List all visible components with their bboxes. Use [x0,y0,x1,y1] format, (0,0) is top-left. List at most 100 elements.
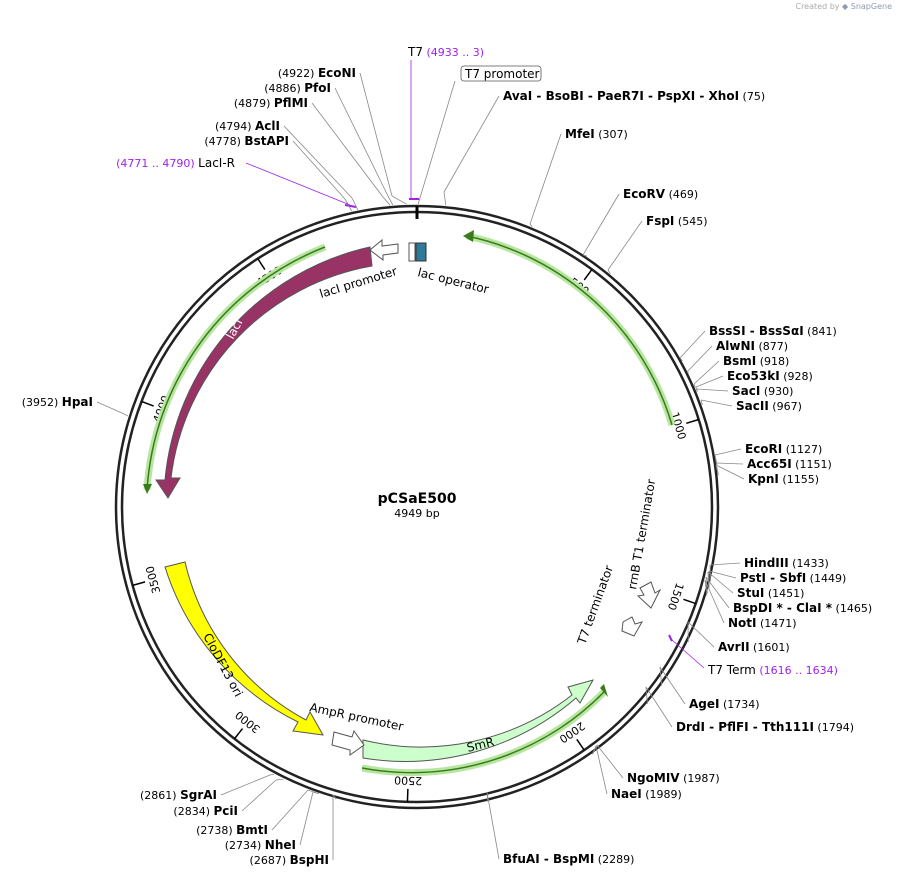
site-label-right-9[interactable]: SacI (930) [732,384,793,398]
site-name: BstAPI [244,134,289,148]
site-label-right-21[interactable]: DrdI - PflFI - Tth111I (1794) [676,720,854,734]
site-label-left-6[interactable]: (2861) SgrAI [140,788,217,802]
site-name: FspI [646,214,674,228]
site-label-right-13[interactable]: KpnI (1155) [748,472,819,486]
site-label-left-8[interactable]: (2738) BmtI [196,823,268,837]
leader-line [312,791,320,795]
site-label-right-8[interactable]: Eco53kI (928) [727,369,813,383]
feature-laci-promoter[interactable] [369,238,399,262]
site-pos: (4886) [264,82,304,95]
site-name: DrdI - PflFI - Tth111I [676,720,814,734]
leader-line [96,401,123,414]
leader-line [607,269,611,274]
primer-label-1[interactable]: (4771 .. 4790) LacI-R [116,156,235,170]
site-label-left-1[interactable]: (4886) PfoI [264,81,331,95]
site-name: PstI - SbfI [740,571,806,585]
site-label-right-22[interactable]: NgoMIV (1987) [627,771,720,785]
site-label-right-23[interactable]: NaeI (1989) [611,787,682,801]
primer-label-0[interactable]: T7 (4933 .. 3) [407,45,484,59]
feature-lac-operator[interactable] [415,242,427,262]
tick-mark-1500 [683,598,696,605]
site-label-right-18[interactable]: NotI (1471) [728,616,797,630]
site-pos: (841) [804,325,837,338]
site-label-left-0[interactable]: (4922) EcoNI [278,66,356,80]
label-t7-promoter[interactable]: T7 promoter [464,67,540,81]
site-pos: (3952) [22,396,62,409]
feature-label-lac-operator: lac operator [416,265,490,296]
leader-line [700,399,733,407]
site-label-right-11[interactable]: EcoRI (1127) [745,442,822,456]
leader-line [707,571,734,594]
site-name: HpaI [62,395,93,409]
right-green-arrowhead [463,230,474,242]
feature-clodf13-ori[interactable] [164,561,324,736]
snapgene-credit: Created by ◆ SnapGene [795,2,892,11]
site-pos: (918) [756,355,789,368]
site-label-right-5[interactable]: BssSI - BssSαI (841) [709,324,837,338]
primer-label-2[interactable]: T7 Term (1616 .. 1634) [707,663,838,677]
site-label-left-3[interactable]: (4794) AclI [215,119,280,133]
site-name: AclI [255,119,280,133]
site-name: EcoNI [318,66,356,80]
tick-label-3000: 3000 [233,708,263,736]
feature-ampr-promoter[interactable] [331,729,365,756]
leader-line [283,125,353,199]
feature-laci[interactable] [155,246,373,499]
site-label-right-14[interactable]: HindIII (1433) [744,556,829,570]
site-label-right-17[interactable]: BspDI * - ClaI * (1465) [733,601,872,615]
site-label-right-6[interactable]: AlwNI (877) [716,339,788,353]
tick-mark-2000 [576,738,585,751]
site-label-left-5[interactable]: (3952) HpaI [22,395,93,409]
site-label-right-2[interactable]: MfeI (307) [565,127,628,141]
leader-line [271,789,309,831]
site-pos: (1471) [757,617,797,630]
site-label-right-3[interactable]: EcoRV (469) [623,187,698,201]
primer-t7term-mark [668,634,673,642]
site-name: NgoMIV [627,771,680,785]
site-pos: (75) [739,90,765,103]
site-label-right-12[interactable]: Acc65I (1151) [747,457,832,471]
credit-prefix: Created by [795,2,840,11]
site-name: NaeI [611,787,642,801]
leader-line [387,195,394,206]
site-name: MfeI [565,127,595,141]
feature-lac-operator-small[interactable] [408,242,416,262]
feature-smr[interactable] [362,679,595,762]
feature-t7-terminator[interactable] [621,616,644,637]
site-label-left-2[interactable]: (4879) PflMI [234,96,308,110]
site-label-right-1[interactable]: AvaI - BsoBI - PaeR7I - PspXI - XhoI (75… [503,89,765,103]
site-pos: (1155) [779,473,819,486]
site-name: SacII [736,399,769,413]
site-label-left-10[interactable]: (2687) BspHI [250,853,329,867]
tick-mark-3500 [132,581,146,587]
leader-line [595,745,608,795]
t7-promoter-box [460,65,542,82]
site-name: BspHI [290,853,329,867]
feature-rrnb-terminator[interactable] [636,581,662,609]
site-label-right-4[interactable]: FspI (545) [646,214,707,228]
site-label-right-19[interactable]: AvrII (1601) [718,640,790,654]
site-pos: (928) [780,370,813,383]
leader-line [705,576,708,594]
site-pos: (1734) [719,698,759,711]
site-pos: (930) [760,385,793,398]
leader-line [715,464,719,476]
site-label-left-9[interactable]: (2734) NheI [225,838,296,852]
leader-line [704,579,708,596]
site-label-right-20[interactable]: AgeI (1734) [689,697,760,711]
feature-label-rrnb: rrnB T1 terminator [625,478,658,590]
site-label-right-7[interactable]: BsmI (918) [723,354,789,368]
plasmid-size: 4949 bp [394,507,439,520]
site-name: EcoRI [745,442,782,456]
site-label-right-24[interactable]: BfuAI - BspMI (2289) [503,852,634,866]
site-label-right-15[interactable]: PstI - SbfI (1449) [740,571,846,585]
leader-line [529,133,562,225]
leader-line [359,72,393,197]
site-label-left-7[interactable]: (2834) PciI [173,804,238,818]
leader-line [700,399,703,406]
site-label-left-4[interactable]: (4778) BstAPI [204,134,289,148]
site-label-right-10[interactable]: SacII (967) [736,399,802,413]
site-label-right-16[interactable]: StuI (1451) [737,586,804,600]
site-name: SacI [732,384,760,398]
